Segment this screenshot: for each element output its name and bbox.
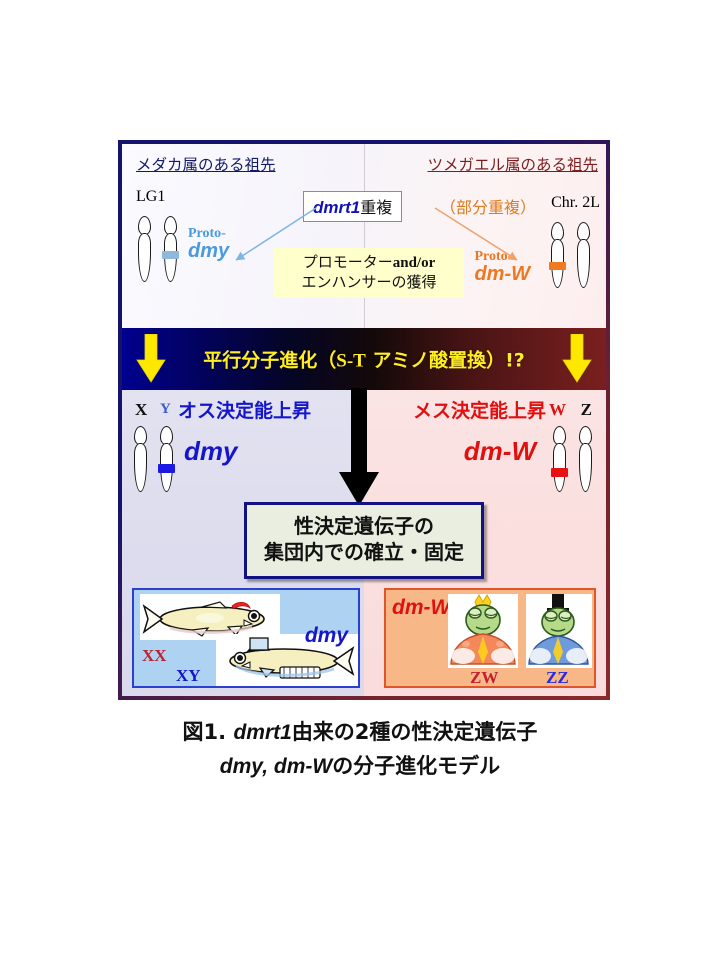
- chromosome-w: [551, 426, 568, 492]
- proto-dmy-tag: Proto- dmy: [188, 226, 230, 263]
- arrow-to-proto-dmw: [434, 207, 518, 261]
- establishment-fixation-box: 性決定遺伝子の 集団内での確立・固定: [244, 502, 484, 579]
- header-medaka-ancestor: メダカ属のある祖先: [136, 156, 276, 174]
- proto-dmy-locus-band: [162, 251, 179, 259]
- caption-line-1: 図1. dmrt1由来の2種の性決定遺伝子: [0, 716, 720, 750]
- acquisition-promoter-text: プロモーター: [302, 253, 393, 271]
- chromosome-lg1-b: [162, 216, 179, 282]
- chromosome-arm-long: [553, 443, 566, 492]
- frog-male-photo: [526, 594, 592, 668]
- figure-caption: 図1. dmrt1由来の2種の性決定遺伝子 dmy, dm-Wの分子進化モデル: [0, 716, 720, 783]
- dmrt1-duplication-box: dmrt1重複: [303, 191, 403, 222]
- xenopus-photo-panel: dm-W: [384, 588, 596, 688]
- chromosome-lg1-a: [138, 216, 151, 282]
- banner-text: 平行分子進化（S-T アミノ酸置換）!?: [203, 346, 525, 373]
- banner-text-part-b: アミノ酸置換）!?: [365, 349, 525, 372]
- evolution-model-figure: メダカ属のある祖先 ツメガエル属のある祖先 LG1 Chr. 2L Proto-…: [118, 140, 610, 700]
- chromosome-chr2l-b: [577, 222, 590, 288]
- duplication-suffix: 重複: [360, 198, 393, 217]
- establishment-line-1: 性決定遺伝子の: [294, 514, 434, 538]
- chromosome-arm-long: [577, 239, 590, 288]
- medaka-male-illustration: [229, 637, 355, 679]
- fish-label-xy: XY: [176, 666, 201, 685]
- yellow-down-arrow-left: [136, 334, 166, 383]
- frog-label-zw: ZW: [470, 668, 499, 687]
- acquisition-andor-text: and/or: [392, 255, 436, 271]
- caption-line-1-text: 由来の2種の性決定遺伝子: [291, 720, 538, 744]
- dmw-gene-label: dm-W: [463, 436, 536, 466]
- caption-line-2: dmy, dm-Wの分子進化モデル: [0, 750, 720, 784]
- chromosome-chr2l-a: [549, 222, 566, 288]
- establishment-line-2: 集団内での確立・固定: [264, 540, 464, 565]
- proto-dmw-gene: dm-W: [474, 263, 530, 286]
- chromosome-arm-long: [134, 443, 147, 492]
- ancestor-band: メダカ属のある祖先 ツメガエル属のある祖先 LG1 Chr. 2L Proto-…: [122, 144, 606, 328]
- proto-dmw-locus-band: [549, 262, 566, 270]
- proto-dmy-gene: dmy: [188, 240, 230, 263]
- header-xenopus-ancestor: ツメガエル属のある祖先: [427, 156, 598, 174]
- male-determination-title: オス決定能上昇: [178, 400, 312, 422]
- medaka-photo-panel: dmy XX XY: [132, 588, 360, 688]
- chromosome-y: [158, 426, 175, 492]
- band-divider: [364, 144, 365, 328]
- fish-panel-gene-label: dmy: [304, 624, 348, 647]
- caption-gene-dmrt1: dmrt1: [233, 721, 292, 744]
- chromosome-arm-long: [579, 443, 592, 492]
- sex-determination-band: オス決定能上昇 メス決定能上昇 X Y dmy W Z: [122, 388, 606, 696]
- partial-duplication-label: （部分重複）: [440, 198, 537, 217]
- label-chr2l: Chr. 2L: [551, 194, 600, 211]
- banner-text-part-a: 平行分子進化（: [203, 349, 337, 372]
- fish-label-xx: XX: [142, 646, 167, 665]
- frog-female-illustration: [450, 594, 516, 665]
- female-determination-title: メス決定能上昇: [412, 400, 546, 422]
- proto-dmy-prefix: Proto-: [188, 226, 226, 241]
- label-lg1: LG1: [136, 188, 166, 205]
- proto-dmw-tag: Proto- dm-W: [474, 249, 530, 286]
- caption-line-2-text: の分子進化モデル: [332, 753, 501, 778]
- proto-dmw-prefix: Proto-: [474, 249, 513, 264]
- label-x-chromosome: X: [135, 400, 148, 419]
- banner-text-st: S-T: [336, 350, 366, 372]
- chromosome-x: [134, 426, 147, 492]
- caption-genes: dmy, dm-W: [219, 754, 333, 778]
- frog-male-illustration: [528, 594, 589, 665]
- parallel-evolution-banner: 平行分子進化（S-T アミノ酸置換）!?: [122, 328, 606, 390]
- chromosome-arm-long: [138, 233, 151, 282]
- frog-panel-gene-label: dm-W: [392, 596, 451, 619]
- label-w-chromosome: W: [549, 400, 566, 419]
- acquisition-line-1: プロモーターand/or: [280, 253, 458, 273]
- promoter-enhancer-acquisition-box: プロモーターand/or エンハンサーの獲得: [274, 248, 464, 299]
- medaka-female-illustration: [142, 601, 265, 637]
- medaka-female-photo: [140, 594, 280, 640]
- caption-figure-number: 図1.: [182, 720, 227, 744]
- arrow-to-proto-dmy: [235, 207, 317, 261]
- yellow-down-arrow-right: [562, 334, 592, 383]
- chromosome-z: [579, 426, 592, 492]
- dmrt1-gene-name: dmrt1: [313, 198, 361, 217]
- frog-label-zz: ZZ: [546, 668, 569, 687]
- black-down-arrow: [339, 388, 379, 506]
- label-z-chromosome: Z: [580, 400, 592, 419]
- dmy-locus-band: [158, 464, 175, 473]
- medaka-male-photo: [216, 634, 358, 686]
- frog-female-photo: [448, 594, 518, 668]
- dmw-locus-band: [551, 468, 568, 477]
- label-y-chromosome: Y: [160, 401, 171, 417]
- acquisition-line-2: エンハンサーの獲得: [301, 273, 437, 292]
- dmy-gene-label: dmy: [184, 436, 238, 466]
